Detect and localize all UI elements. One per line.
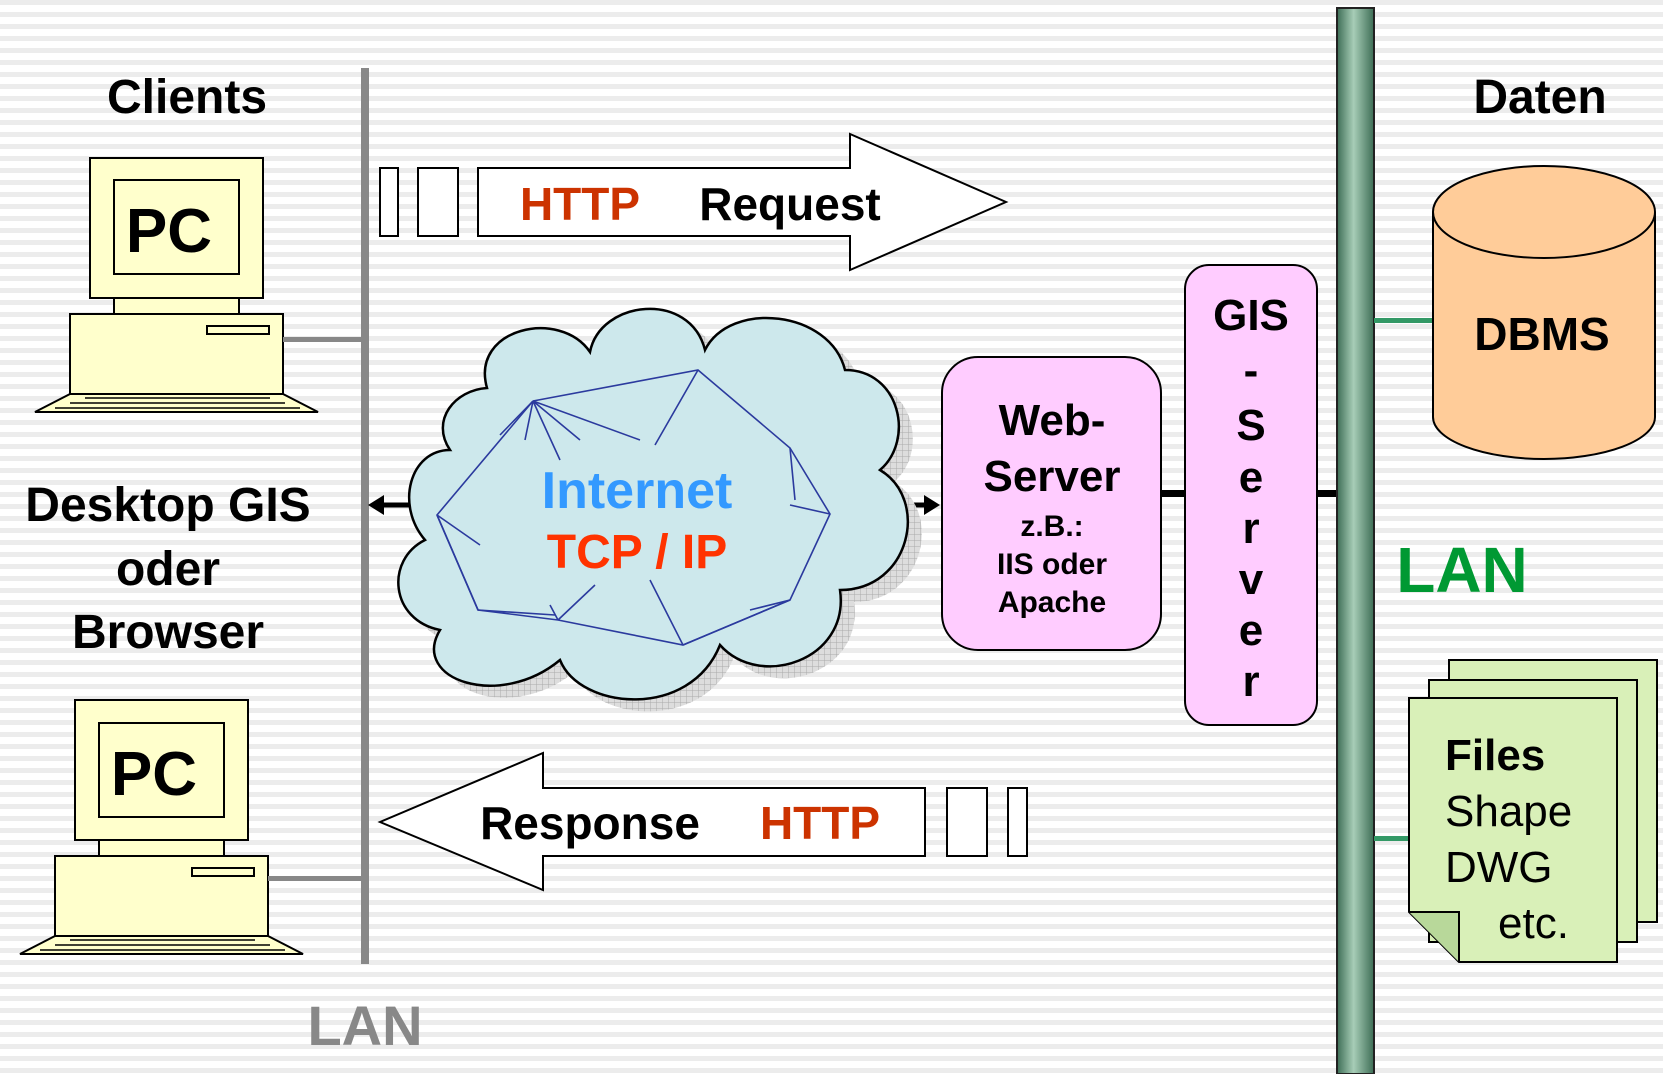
files-line1: Files xyxy=(1445,731,1545,780)
clients-desc-line1: Desktop GIS xyxy=(25,479,310,532)
gis-server-char-0: GIS xyxy=(1213,291,1289,340)
server-lan-pipe xyxy=(1336,7,1375,1074)
request-label-text: Request xyxy=(699,178,880,230)
network-mesh xyxy=(436,369,831,646)
web-server-line2: Server xyxy=(983,452,1120,501)
files-stack-icon xyxy=(1408,659,1658,963)
internet-label: Internet xyxy=(542,462,733,520)
gis-lan-connector xyxy=(1317,490,1337,497)
dbms-connector xyxy=(1374,318,1434,323)
dbms-label: DBMS xyxy=(1474,308,1609,360)
client-lan-label: LAN xyxy=(307,994,422,1057)
gis-server-char-7: r xyxy=(1242,657,1259,706)
gis-server-char-3: e xyxy=(1239,453,1263,502)
files-line2: Shape xyxy=(1445,787,1572,836)
clients-desc-line2: oder xyxy=(116,543,220,596)
web-server-line1: Web- xyxy=(999,396,1106,445)
client-lan-line xyxy=(361,68,369,964)
web-server-line5: Apache xyxy=(998,586,1106,619)
server-lan-label: LAN xyxy=(1396,534,1528,606)
pc-top-label: PC xyxy=(126,197,212,266)
files-line3: DWG xyxy=(1445,843,1553,892)
response-label-text: Response xyxy=(480,797,700,849)
files-connector xyxy=(1374,836,1410,841)
gis-server-char-1: - xyxy=(1244,346,1259,395)
http-response-arrow xyxy=(377,751,1028,892)
files-line4: etc. xyxy=(1498,899,1569,948)
webserver-gis-connector xyxy=(1161,490,1185,497)
http-request-arrow xyxy=(379,132,1009,272)
web-server-line4: IIS oder xyxy=(997,548,1107,581)
web-server-line3: z.B.: xyxy=(1020,510,1083,543)
response-protocol-text: HTTP xyxy=(760,797,880,849)
gis-server-box xyxy=(1184,264,1318,726)
gis-server-char-6: e xyxy=(1239,606,1263,655)
pc-top-icon xyxy=(34,157,363,413)
clients-title: Clients xyxy=(107,71,267,124)
request-protocol-text: HTTP xyxy=(520,178,640,230)
pc-bottom-label: PC xyxy=(111,740,197,809)
dbms-cylinder-icon xyxy=(1432,165,1656,460)
web-server-box xyxy=(941,356,1162,651)
gis-server-char-2: S xyxy=(1236,401,1265,450)
tcpip-label: TCP / IP xyxy=(547,526,728,579)
data-title: Daten xyxy=(1473,71,1606,124)
gis-server-char-4: r xyxy=(1242,504,1259,553)
gis-server-char-5: v xyxy=(1239,555,1264,604)
pc-bottom-icon xyxy=(19,699,363,955)
clients-desc-line3: Browser xyxy=(72,606,264,659)
